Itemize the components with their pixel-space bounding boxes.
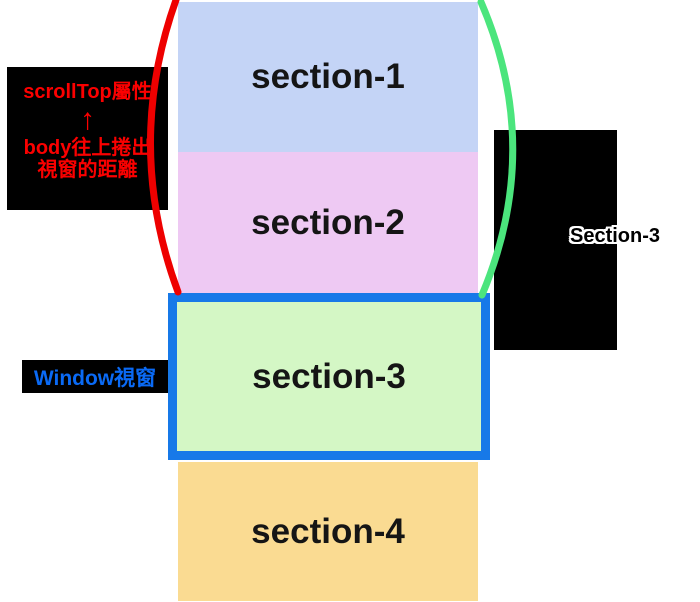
window-viewport-label: Window視窗 [33, 366, 157, 390]
scrolltop-desc-line1: body往上捲出 [23, 137, 152, 159]
window-annotation-box: Window視窗 [22, 360, 168, 393]
section-3-annotation-label: Section-3 [570, 225, 661, 247]
section-3-label: section-3 [252, 356, 406, 396]
section-2-block: section-2 [178, 152, 478, 293]
section-1-block: section-1 [178, 2, 478, 152]
scrolltop-title: scrollTop屬性 [23, 81, 152, 103]
up-arrow-icon: ↑ [80, 103, 95, 136]
scrolltop-desc-line2: 視窗的距離 [37, 159, 138, 181]
right-annotation-box: Section-3 [494, 130, 660, 350]
section-4-label: section-4 [251, 511, 405, 551]
section-2-label: section-2 [251, 202, 405, 242]
section-4-block: section-4 [178, 462, 478, 601]
window-viewport-box: section-3 [168, 293, 490, 460]
section-1-label: section-1 [251, 57, 405, 96]
scrolltop-annotation-box: scrollTop屬性 ↑ body往上捲出 視窗的距離 [7, 67, 168, 210]
